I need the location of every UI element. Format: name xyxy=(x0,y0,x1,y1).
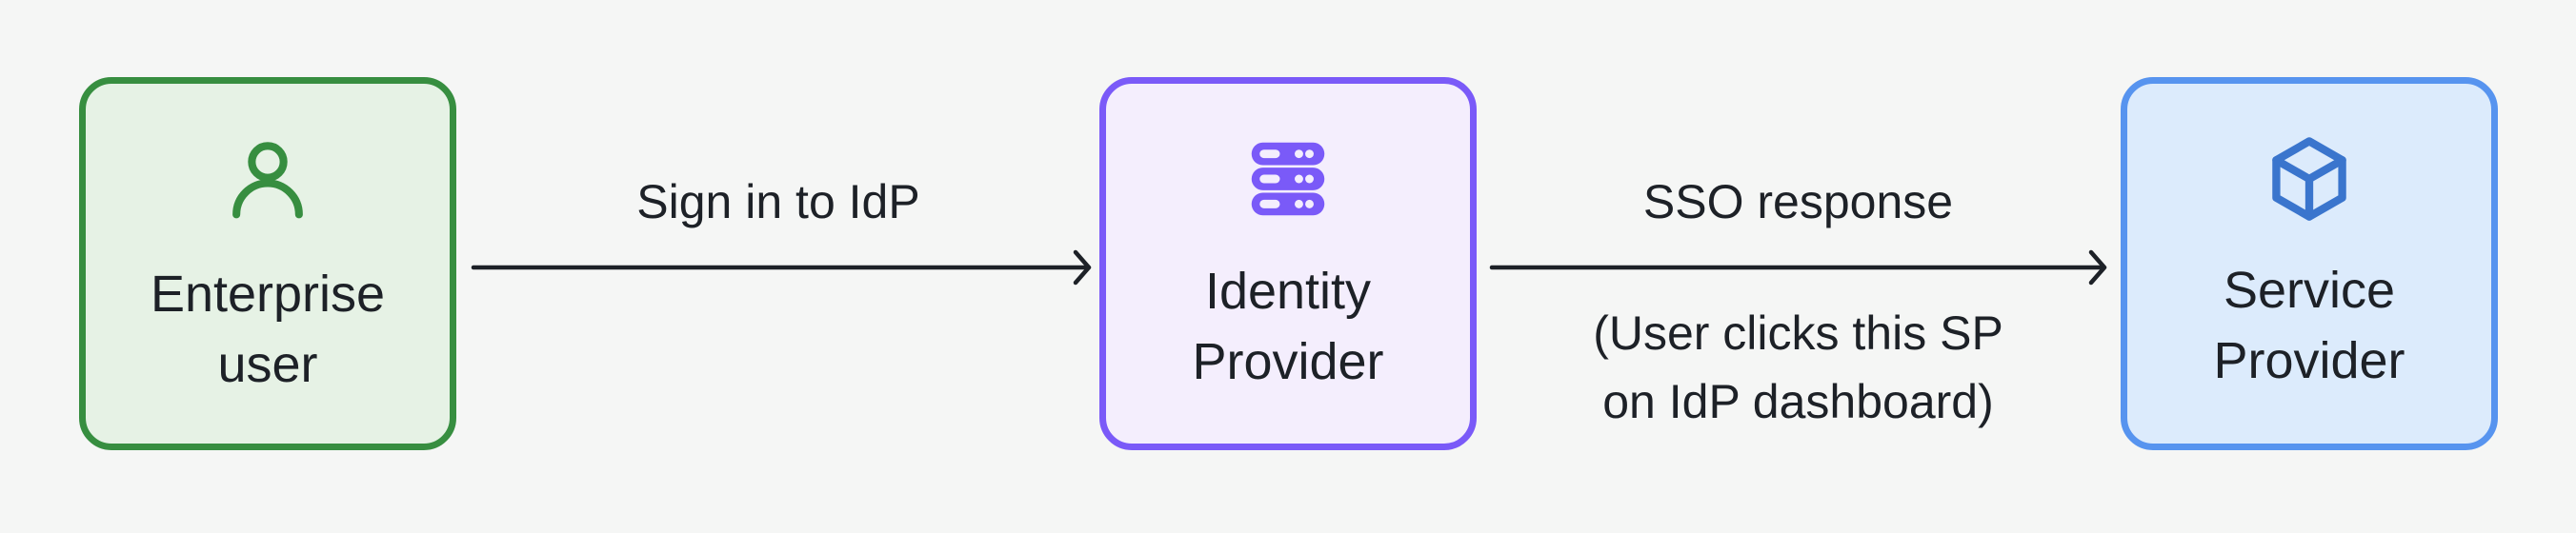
node-label-identity-provider: Identity Provider xyxy=(1192,263,1384,390)
arrow-right-icon xyxy=(1489,249,2107,286)
node-enterprise-user: Enterprise user xyxy=(79,77,456,450)
edge-sso-response: SSO response (User clicks this SP on IdP… xyxy=(1476,0,2121,533)
server-icon xyxy=(1251,142,1325,216)
edge-sign-in-to-idp: Sign in to IdP xyxy=(457,0,1099,533)
edge-label-sso-response: SSO response xyxy=(1642,175,1954,228)
cube-icon xyxy=(2272,137,2346,221)
node-service-provider: Service Provider xyxy=(2121,77,2498,450)
edge-sublabel-user-clicks-sp: (User clicks this SP on IdP dashboard) xyxy=(1593,306,2003,428)
node-identity-provider: Identity Provider xyxy=(1099,77,1477,450)
arrow-right-icon xyxy=(471,249,1092,286)
edge-label-sign-in-to-idp: Sign in to IdP xyxy=(636,175,920,228)
node-label-enterprise-user: Enterprise user xyxy=(150,266,386,393)
node-label-service-provider: Service Provider xyxy=(2213,262,2405,389)
user-icon xyxy=(232,142,303,219)
